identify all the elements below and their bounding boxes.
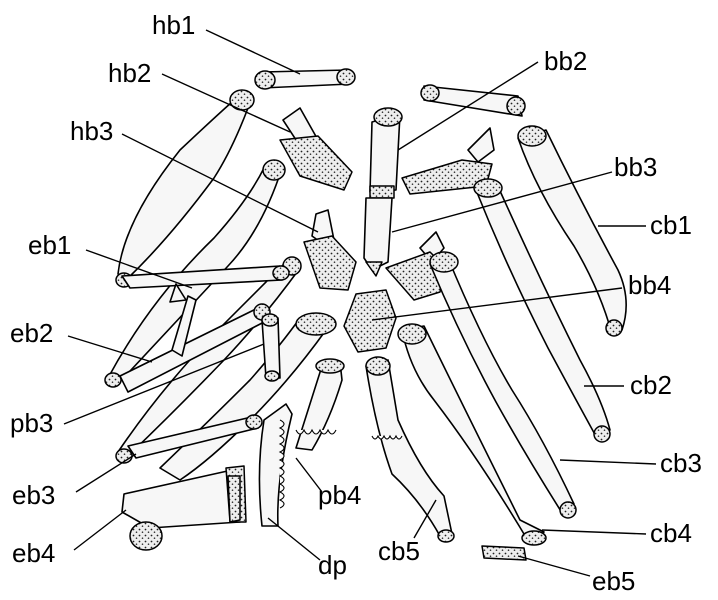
label-dp: dp xyxy=(318,550,347,580)
label-bb4: bb4 xyxy=(628,270,671,300)
leader-dp xyxy=(268,518,320,560)
label-eb4: eb4 xyxy=(12,538,55,568)
label-cb5: cb5 xyxy=(378,536,420,566)
leader-eb3 xyxy=(76,454,136,492)
label-hb2: hb2 xyxy=(108,58,151,88)
label-eb3: eb3 xyxy=(12,480,55,510)
label-pb4: pb4 xyxy=(318,480,361,510)
pb4-bone xyxy=(296,359,344,450)
label-cb4: cb4 xyxy=(650,518,692,548)
leader-hb1 xyxy=(206,30,300,74)
hb3-bone xyxy=(304,210,356,290)
label-cb1: cb1 xyxy=(650,210,692,240)
label-hb1: hb1 xyxy=(152,10,195,40)
label-eb5: eb5 xyxy=(592,566,635,596)
bb3-bone xyxy=(364,198,392,276)
label-cb2: cb2 xyxy=(630,370,672,400)
leader-eb4 xyxy=(74,510,126,550)
label-bb3: bb3 xyxy=(614,152,657,182)
label-eb2: eb2 xyxy=(10,318,53,348)
label-cb3: cb3 xyxy=(660,448,702,478)
label-pb3: pb3 xyxy=(10,408,53,438)
label-bb2: bb2 xyxy=(544,46,587,76)
hb2-bone xyxy=(280,108,352,190)
leader-cb4 xyxy=(542,530,646,534)
upper-right-short-bone xyxy=(421,85,525,116)
bb4-bone xyxy=(344,290,396,352)
label-eb1: eb1 xyxy=(28,230,71,260)
leader-eb5 xyxy=(518,556,590,576)
label-hb3: hb3 xyxy=(70,116,113,146)
leader-cb3 xyxy=(560,460,656,464)
eb5-bone xyxy=(482,546,526,560)
hb1-bone xyxy=(255,69,355,89)
bb2-bone xyxy=(370,108,402,198)
